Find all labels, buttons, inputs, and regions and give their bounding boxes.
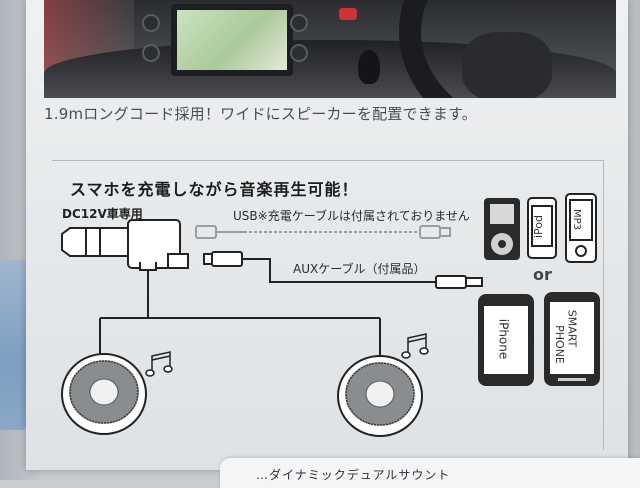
nav-knob-left-lower <box>142 44 160 62</box>
ipod-icon <box>527 197 557 259</box>
aux-cable-label: AUXケーブル（付属品） <box>293 262 426 276</box>
nav-knob-left <box>142 14 160 32</box>
nav-knob-right <box>290 14 308 32</box>
classic-ipod-icon <box>484 198 520 260</box>
ipod-label: iPod <box>532 214 546 239</box>
car-interior-photo <box>44 0 616 98</box>
gear-knob <box>358 50 380 84</box>
music-note-icon-left <box>145 351 173 377</box>
usb-cable-label: USB※充電ケーブルは付属されておりません <box>233 209 470 223</box>
music-note-icon-right <box>401 333 429 359</box>
mp3-player-icon <box>565 193 597 263</box>
bottom-product-text: …ダイナミックデュアルサウント <box>256 468 451 482</box>
smartphone-label-line1: SMART <box>565 309 579 348</box>
speaker-left <box>61 353 147 435</box>
speaker-wiring <box>99 262 381 360</box>
speaker-right <box>337 355 423 437</box>
diagram-headline: スマホを充電しながら音楽再生可能！ <box>70 180 359 199</box>
diagram-panel <box>52 160 604 450</box>
car-charger <box>61 219 189 271</box>
mp3-label: MP3 <box>571 208 583 231</box>
steering-wheel-hub <box>462 32 552 98</box>
smartphone-icon <box>544 292 600 386</box>
aux-cable <box>203 251 483 289</box>
or-label: or <box>533 265 552 284</box>
iphone-icon <box>478 294 534 386</box>
usb-cable <box>195 225 451 239</box>
charger-label: DC12V車専用 <box>62 207 143 221</box>
navigation-screen <box>171 4 293 76</box>
photo-caption: 1.9mロングコード採用！ワイドにスピーカーを配置できます。 <box>44 105 477 123</box>
iphone-label: iPhone <box>496 318 511 360</box>
smartphone-label-line2: PHONE <box>552 325 566 364</box>
hazard-button <box>339 8 357 20</box>
nav-knob-right-lower <box>290 44 308 62</box>
side-photo-strip <box>0 260 26 430</box>
